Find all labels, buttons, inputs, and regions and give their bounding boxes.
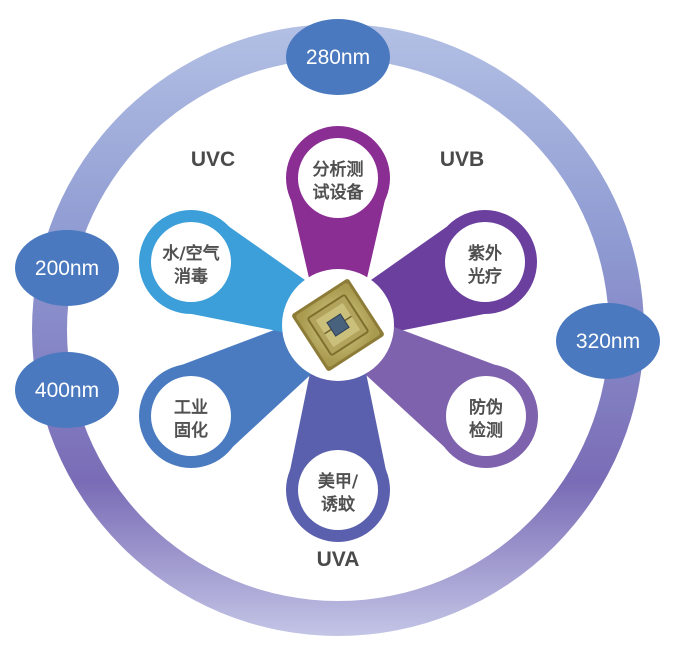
petal-inner-circle <box>151 376 231 456</box>
wavelength-markers: 280nm 200nm 320nm 400nm <box>15 19 660 428</box>
petal-inner-circle <box>151 222 231 302</box>
application-line2: 固化 <box>174 420 208 441</box>
marker-ellipse <box>15 230 119 306</box>
petal-inner-circle <box>298 138 378 218</box>
application-line1: 工业 <box>174 398 208 418</box>
petal-inner-circle <box>298 450 378 530</box>
band-label-uvb: UVB <box>440 148 484 171</box>
wavelength-marker-200: 200nm <box>15 230 119 306</box>
application-line2: 诱蚊 <box>321 494 356 515</box>
application-line1: 水/空气 <box>162 243 219 264</box>
application-line2: 光疗 <box>467 266 502 287</box>
marker-label: 320nm <box>576 330 640 353</box>
marker-ellipse <box>286 19 390 95</box>
application-line2: 试设备 <box>313 182 365 203</box>
application-line1: 美甲/ <box>318 471 359 492</box>
application-line2: 消毒 <box>174 266 208 287</box>
marker-label: 400nm <box>35 379 99 402</box>
band-label-uvc: UVC <box>191 148 235 171</box>
marker-label: 200nm <box>35 257 99 280</box>
application-label-nail-mosquito: 美甲/诱蚊 <box>298 450 378 530</box>
band-label-uva: UVA <box>317 548 360 571</box>
application-line2: 检测 <box>469 420 503 441</box>
application-line1: 紫外 <box>468 243 502 264</box>
application-line1: 防伪 <box>469 397 503 418</box>
petal-inner-circle <box>446 376 526 456</box>
marker-label: 280nm <box>306 46 370 69</box>
marker-ellipse <box>556 303 660 379</box>
wavelength-marker-320: 320nm <box>556 303 660 379</box>
center-led-chip <box>282 269 394 381</box>
marker-ellipse <box>15 352 119 428</box>
wavelength-marker-400: 400nm <box>15 352 119 428</box>
application-line1: 分析测 <box>313 159 364 180</box>
wavelength-marker-280: 280nm <box>286 19 390 95</box>
petal-inner-circle <box>445 222 525 302</box>
band-labels: UVC UVB UVA <box>191 148 484 571</box>
